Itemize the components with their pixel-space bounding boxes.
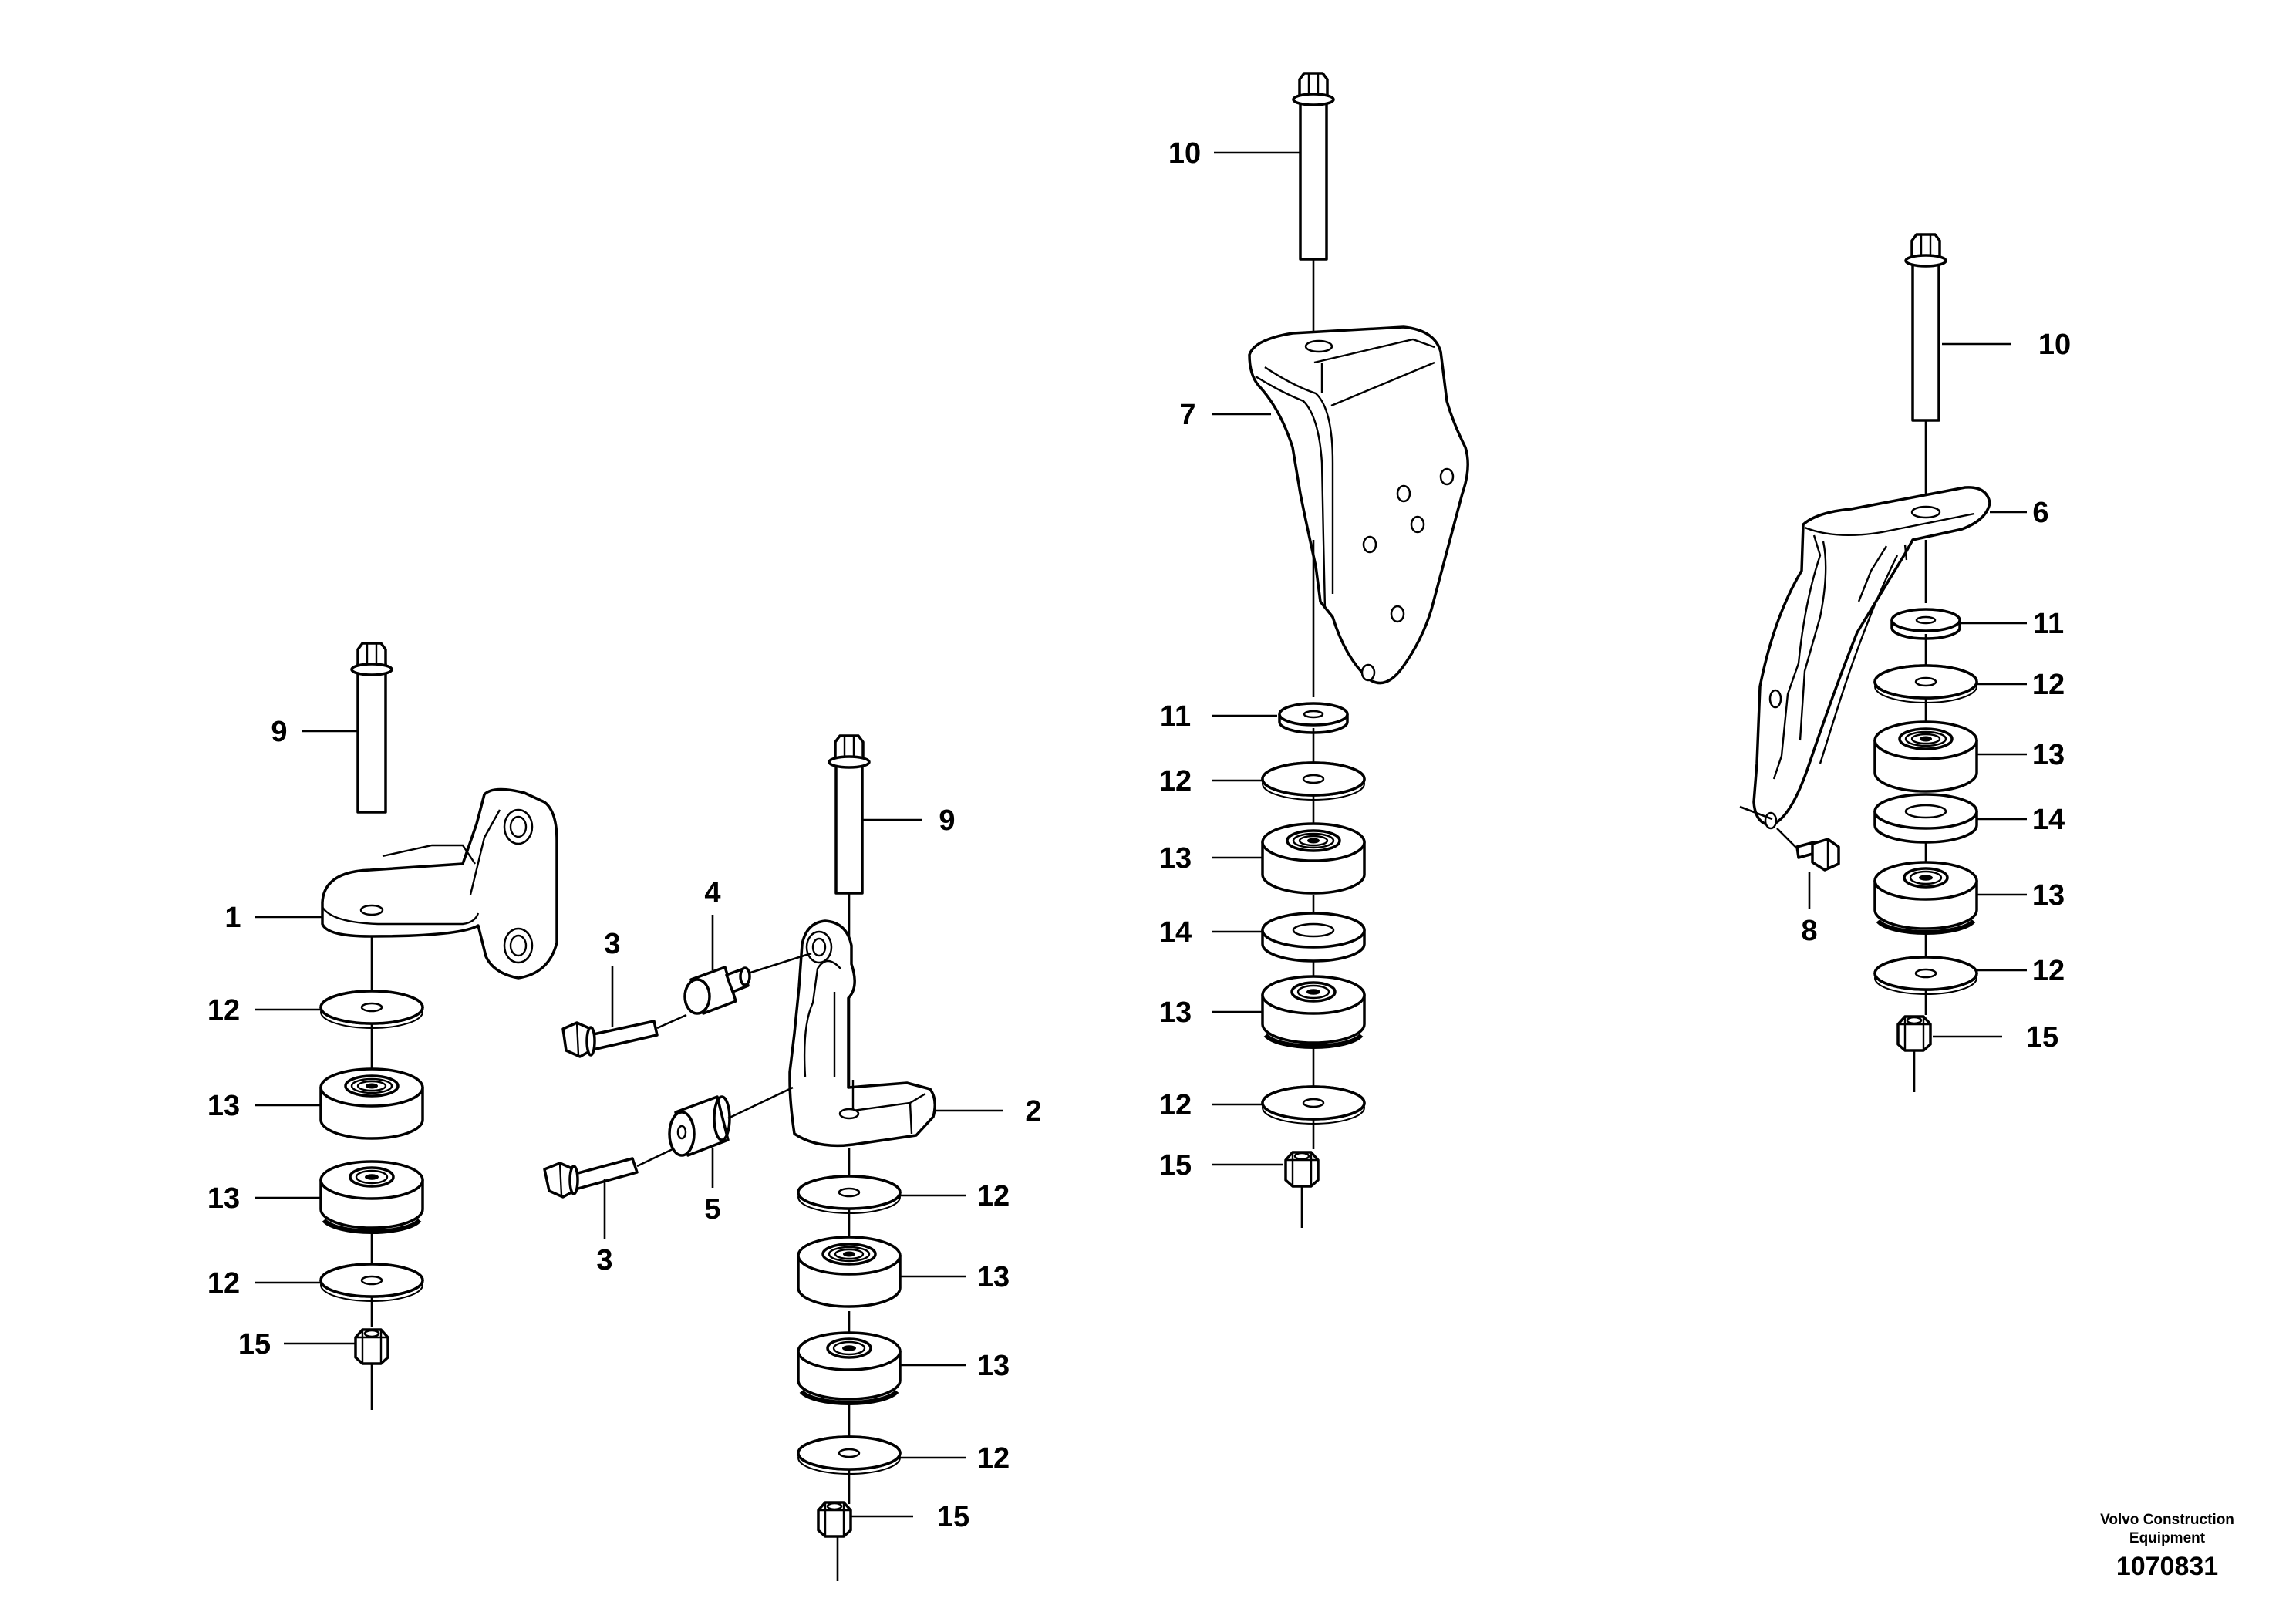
- callout-11: 11: [1160, 700, 1191, 733]
- callout-13: 13: [2032, 879, 2065, 912]
- washer-12-icon: [797, 1435, 902, 1475]
- washer-12-icon: [319, 990, 424, 1030]
- nut-15-icon: [817, 1501, 852, 1538]
- callout-12: 12: [2032, 955, 2065, 987]
- callout-6: 6: [2032, 497, 2048, 529]
- callout-10: 10: [2038, 329, 2071, 361]
- bushing-5-icon: [668, 1095, 731, 1157]
- rubber-mount-13-icon: [319, 1067, 424, 1140]
- callout-13: 13: [977, 1350, 1010, 1382]
- washer-11-icon: [1278, 702, 1349, 734]
- washer-12-icon: [1261, 1085, 1366, 1125]
- callout-3: 3: [596, 1244, 612, 1276]
- callout-12: 12: [977, 1180, 1010, 1212]
- washer-12-icon: [797, 1175, 902, 1215]
- bolt-9-icon: [350, 642, 393, 814]
- callout-12: 12: [977, 1442, 1010, 1475]
- bolt-8-icon: [1795, 838, 1840, 872]
- bolt-10-icon: [1292, 72, 1335, 261]
- assembly-4: 10 6 11 12 13 14 13 12 15 8: [1739, 233, 2071, 1092]
- washer-12-icon: [1873, 664, 1978, 704]
- callout-8: 8: [1801, 915, 1817, 947]
- bolt-9-icon: [828, 734, 871, 895]
- rubber-mount-13-icon: [1263, 976, 1364, 1047]
- rubber-mount-13-icon: [321, 1162, 423, 1232]
- rubber-mount-13-icon: [797, 1236, 902, 1308]
- callout-12: 12: [1159, 765, 1192, 798]
- nut-15-icon: [1284, 1151, 1320, 1188]
- washer-12-icon: [1873, 956, 1978, 996]
- rubber-mount-13-icon: [1261, 822, 1366, 895]
- callout-12: 12: [1159, 1089, 1192, 1121]
- brand-line-1: Volvo Construction: [2100, 1512, 2234, 1528]
- drawing-footer: Volvo Construction Equipment 1070831: [2100, 1512, 2234, 1581]
- callout-12: 12: [2032, 669, 2065, 701]
- bracket-1-icon: [321, 787, 558, 980]
- callout-13: 13: [1159, 842, 1192, 875]
- callout-15: 15: [937, 1501, 969, 1533]
- assembly-1: 9 1 12 13 13 12 15: [207, 642, 558, 1410]
- spacer-14-icon: [1261, 912, 1366, 963]
- callout-13: 13: [977, 1261, 1010, 1293]
- bracket-7-icon: [1248, 325, 1469, 685]
- callout-12: 12: [207, 1267, 240, 1300]
- callout-5: 5: [704, 1193, 720, 1226]
- rubber-mount-13-icon: [1875, 862, 1977, 932]
- callout-13: 13: [207, 1090, 240, 1122]
- assembly-2: 9 2 12 13 13 12 15 4 3 5 3: [543, 734, 1042, 1581]
- bolt-10-icon: [1904, 233, 1947, 422]
- nut-15-icon: [354, 1328, 389, 1365]
- callout-2: 2: [1025, 1095, 1041, 1128]
- bushing-4-icon: [683, 966, 751, 1015]
- callout-13: 13: [2032, 739, 2065, 771]
- callout-15: 15: [2026, 1021, 2058, 1054]
- drawing-number: 1070831: [2116, 1552, 2218, 1581]
- brand-line-2: Equipment: [2129, 1530, 2206, 1546]
- callout-10: 10: [1168, 137, 1201, 170]
- rubber-mount-13-icon: [798, 1333, 900, 1403]
- washer-12-icon: [1261, 761, 1366, 801]
- callout-9: 9: [271, 716, 287, 748]
- washer-12-icon: [319, 1263, 424, 1303]
- spacer-14-icon: [1873, 793, 1978, 844]
- nut-15-icon: [1896, 1015, 1932, 1052]
- bracket-6-icon: [1752, 486, 1991, 830]
- callout-14: 14: [2032, 804, 2065, 836]
- callout-11: 11: [2033, 608, 2064, 640]
- bracket-2-icon: [788, 919, 936, 1148]
- callout-13: 13: [1159, 996, 1192, 1029]
- bolt-3-icon: [543, 1157, 639, 1199]
- callout-3: 3: [604, 928, 620, 960]
- callout-15: 15: [1159, 1149, 1192, 1182]
- rubber-mount-13-icon: [1873, 720, 1978, 793]
- callout-12: 12: [207, 994, 240, 1027]
- callout-14: 14: [1159, 916, 1192, 949]
- callout-7: 7: [1179, 399, 1195, 431]
- callout-13: 13: [207, 1182, 240, 1215]
- callout-4: 4: [704, 877, 720, 909]
- callout-1: 1: [224, 902, 241, 934]
- callout-15: 15: [238, 1328, 271, 1361]
- callout-9: 9: [939, 804, 955, 837]
- assembly-3: 10 7 11 12 13 14 13 12 15: [1159, 72, 1469, 1228]
- bolt-3-icon: [561, 1020, 659, 1058]
